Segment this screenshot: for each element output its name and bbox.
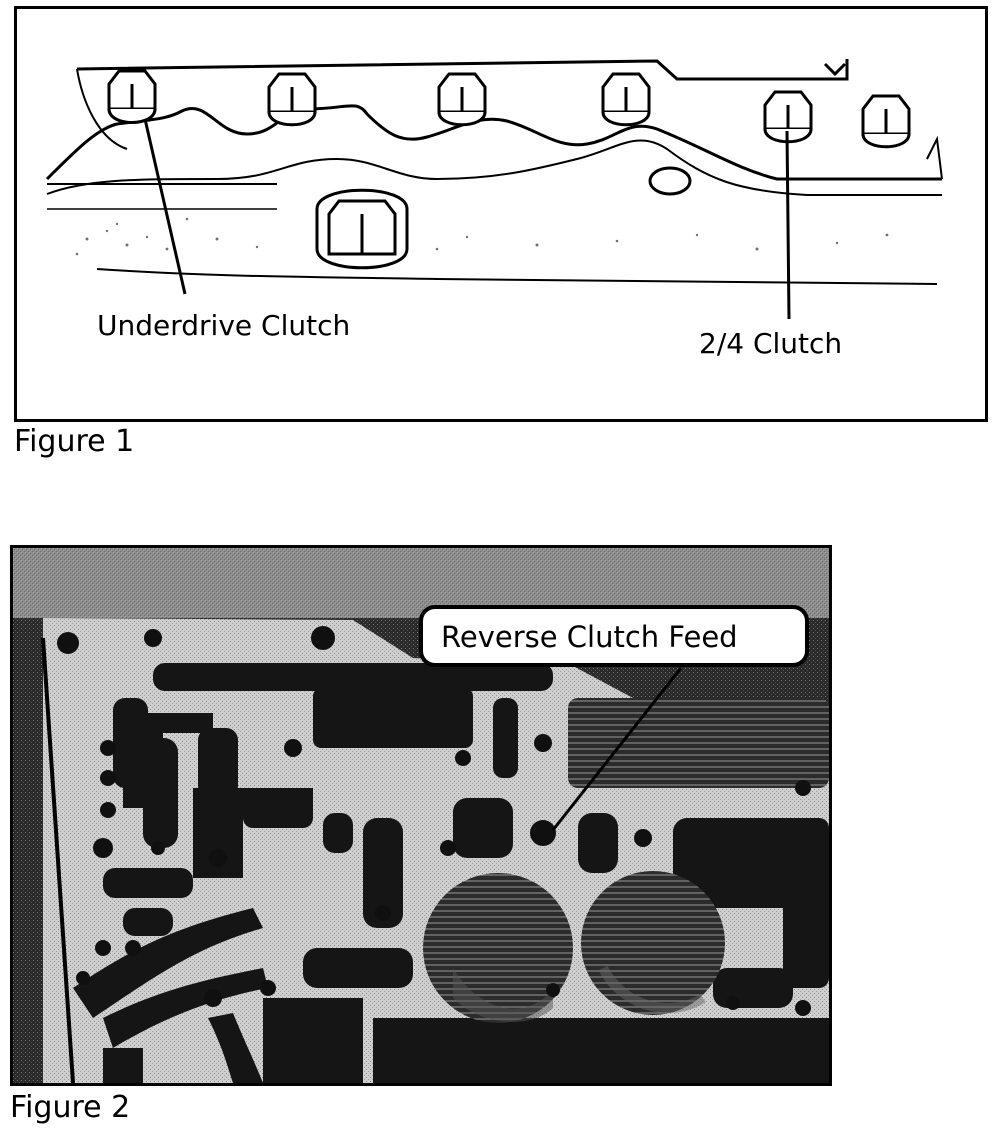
underdrive-clutch-label: Underdrive Clutch	[97, 309, 351, 342]
separator-plate-photo	[13, 548, 829, 1083]
valve-body-line-drawing	[45, 59, 943, 320]
figure-1-caption: Figure 1	[14, 424, 135, 459]
two-four-clutch-label: 2/4 Clutch	[699, 327, 843, 360]
reverse-clutch-feed-label: Reverse Clutch Feed	[441, 620, 738, 654]
figure-2-photo: Reverse Clutch Feed	[10, 545, 832, 1086]
reverse-clutch-feed-callout: Reverse Clutch Feed	[419, 605, 809, 667]
figure-2-caption: Figure 2	[10, 1090, 131, 1125]
figure-1-frame: Underdrive Clutch 2/4 Clutch	[14, 6, 988, 422]
